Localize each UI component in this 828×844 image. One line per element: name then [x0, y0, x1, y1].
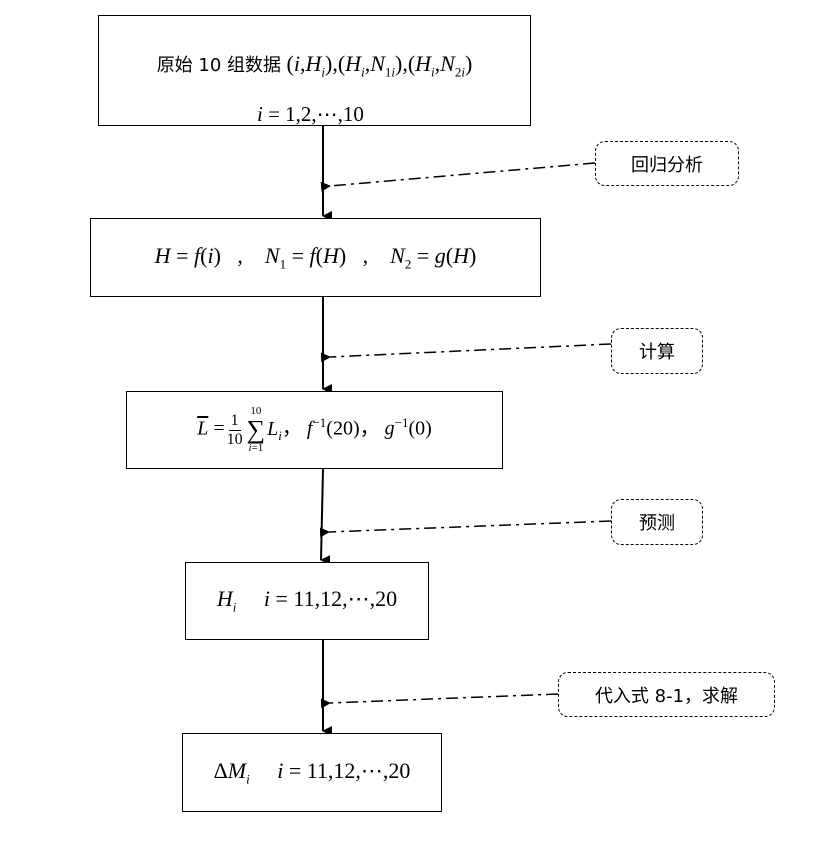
raw-data-index-range: i = 1,2,⋯,10: [257, 102, 364, 126]
flow-arrow-3: [320, 468, 331, 566]
note-regression-analysis: 回归分析: [595, 141, 739, 186]
raw-data-box: 原始 10 组数据 (i,Hi),(Hi,N1i),(Hi,N2i) i = 1…: [98, 15, 531, 126]
note-pointer-3: [319, 520, 612, 538]
result-box: ΔMi i = 11,12,⋯,20: [182, 733, 442, 812]
note-pointer-2: [320, 343, 612, 363]
result-formula: ΔMi i = 11,12,⋯,20: [213, 757, 411, 787]
note-compute: 计算: [611, 328, 703, 374]
regression-functions-box: H = f(i) , N1 = f(H) , N2 = g(H): [90, 218, 541, 297]
raw-data-pairs: (i,Hi),(Hi,N1i),(Hi,N2i): [286, 50, 473, 80]
note-substitute-solve: 代入式 8-1，求解: [558, 672, 775, 717]
note-pointer-4: [320, 693, 559, 709]
note-predict: 预测: [611, 499, 703, 545]
raw-data-line1: 原始 10 组数据 (i,Hi),(Hi,N1i),(Hi,N2i): [157, 51, 473, 80]
note-pointer-1: [320, 162, 596, 192]
prediction-box: Hi i = 11,12,⋯,20: [185, 562, 429, 640]
raw-data-label: 原始 10 组数据: [156, 54, 282, 76]
prediction-formula: Hi i = 11,12,⋯,20: [216, 586, 398, 615]
regression-functions-formula: H = f(i) , N1 = f(H) , N2 = g(H): [154, 242, 477, 272]
